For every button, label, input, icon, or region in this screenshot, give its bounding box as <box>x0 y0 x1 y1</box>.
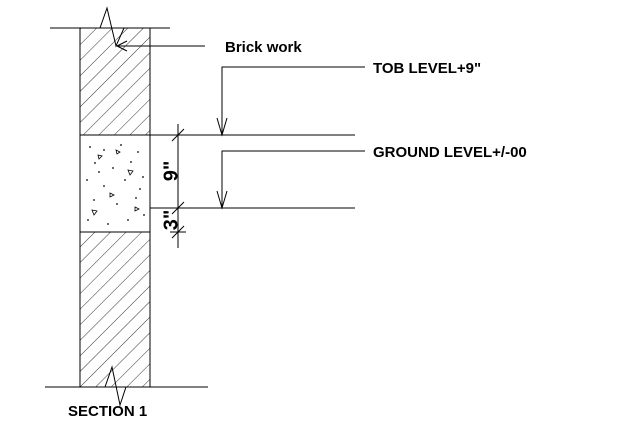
brick-wall-upper <box>79 27 151 136</box>
section-title: SECTION 1 <box>68 403 147 420</box>
bottom-break-line <box>45 365 208 407</box>
brick-leader <box>115 40 205 52</box>
dim-3-label: 3" <box>160 210 182 231</box>
brick-wall-lower <box>79 231 151 388</box>
brick-work-label: Brick work <box>225 39 302 56</box>
tob-leader <box>216 66 365 137</box>
concrete-band <box>79 134 151 233</box>
dimension-line <box>170 124 186 248</box>
tob-level-label: TOB LEVEL+9" <box>373 60 481 77</box>
ground-leader <box>216 150 365 210</box>
dim-9-label: 9" <box>160 161 182 182</box>
ground-level-label: GROUND LEVEL+/-00 <box>373 144 527 161</box>
